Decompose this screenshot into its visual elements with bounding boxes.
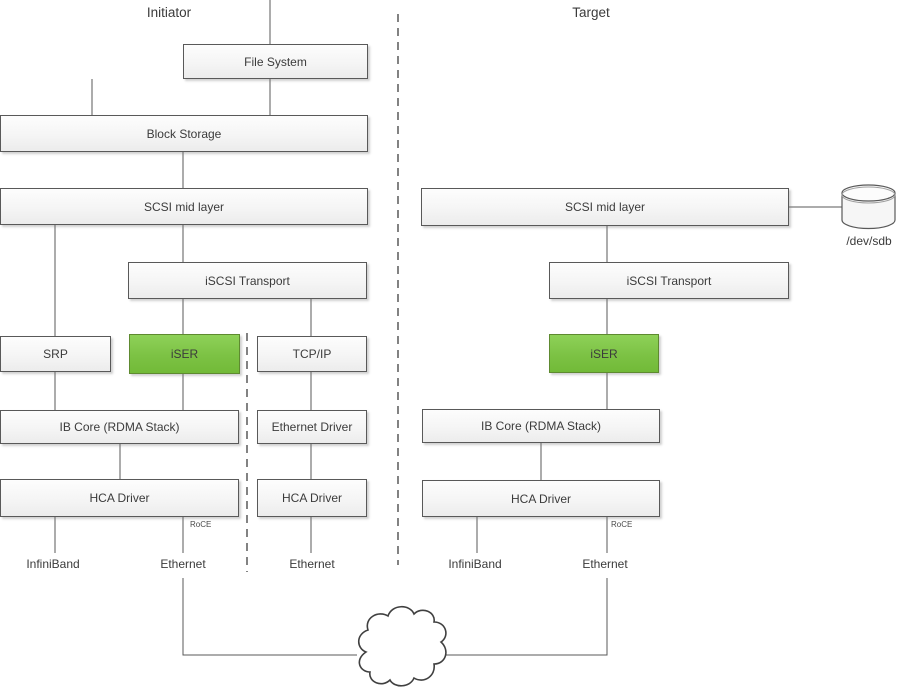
node-ethernet-driver: Ethernet Driver (257, 410, 367, 444)
node-ib-core-initiator: IB Core (RDMA Stack) (0, 410, 239, 444)
target-title: Target (572, 5, 610, 20)
ethernet-label-tcp: Ethernet (289, 557, 335, 571)
node-iser-initiator: iSER (129, 334, 240, 374)
ethernet-label-initiator: Ethernet (160, 557, 206, 571)
infiniband-label-initiator: InfiniBand (26, 557, 80, 571)
network-cloud-icon (357, 605, 447, 687)
initiator-title: Initiator (146, 5, 192, 20)
node-srp: SRP (0, 336, 111, 372)
node-block-storage: Block Storage (0, 115, 368, 152)
roce-label-target: RoCE (611, 520, 633, 529)
node-file-system: File System (183, 44, 368, 79)
node-hca-driver-ethernet: HCA Driver (257, 479, 367, 517)
dashed-separators (246, 14, 399, 572)
node-hca-driver-initiator: HCA Driver (0, 479, 239, 517)
roce-label-initiator: RoCE (190, 520, 212, 529)
disk-cylinder-icon (841, 184, 896, 230)
ethernet-label-target: Ethernet (582, 557, 628, 571)
node-scsi-mid-layer-target: SCSI mid layer (421, 188, 789, 226)
node-iscsi-transport-target: iSCSI Transport (549, 262, 789, 299)
node-iscsi-transport-initiator: iSCSI Transport (128, 262, 367, 299)
node-scsi-mid-layer-initiator: SCSI mid layer (0, 188, 368, 225)
infiniband-label-target: InfiniBand (448, 557, 502, 571)
node-hca-driver-target: HCA Driver (422, 480, 660, 517)
node-ib-core-target: IB Core (RDMA Stack) (422, 409, 660, 443)
node-iser-target: iSER (549, 334, 659, 373)
solid-connectors (54, 0, 842, 656)
disk-path-label: /dev/sdb (846, 234, 892, 248)
node-tcp-ip: TCP/IP (257, 336, 367, 372)
